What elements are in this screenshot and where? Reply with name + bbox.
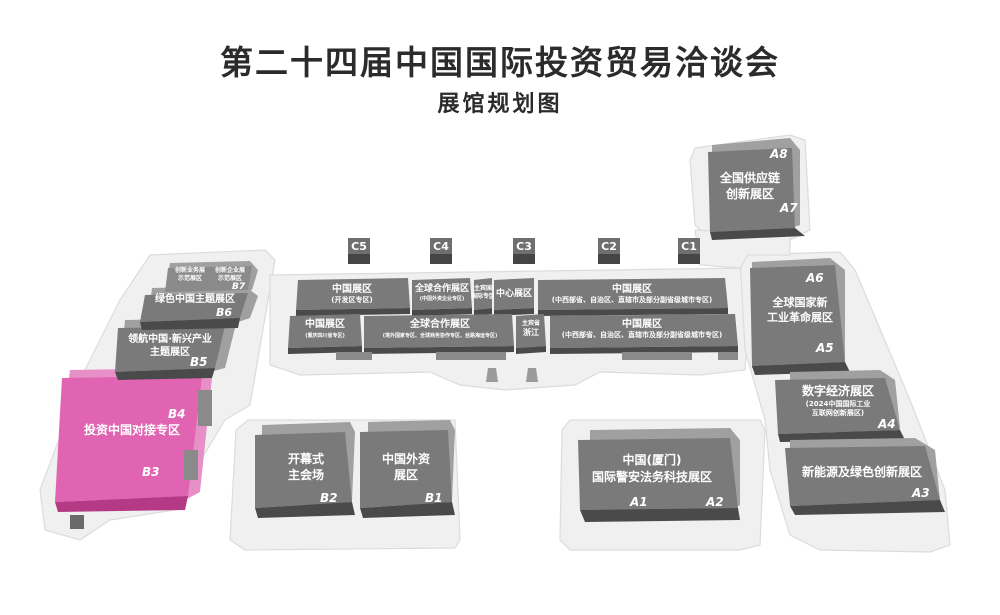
hall-b2-code: B2 xyxy=(320,491,338,505)
hall-a56-name-line2: 工业革命展区 xyxy=(767,310,833,324)
gate-c3-label: C3 xyxy=(516,240,532,253)
hall-b5-name-line1: 领航中国·新兴产业 xyxy=(128,332,212,345)
gate-c5-label: C5 xyxy=(351,240,367,253)
hall-b34-name: 投资中国对接专区 xyxy=(84,422,180,437)
gate-c1[interactable]: C1 xyxy=(678,238,700,264)
hall-b1[interactable]: 中国外资 展区 B1 xyxy=(360,420,455,518)
hall-c-lower-3-name-line1: 主宾省 xyxy=(522,319,540,327)
hall-c-lower-2[interactable]: 全球合作展区 (境外国家专区、全球商务协作专区、丝路海运专区) xyxy=(364,314,514,354)
hall-a4-sub-line1: (2024中国国际工业 xyxy=(806,399,871,408)
hall-b7-code: B7 xyxy=(232,282,246,292)
hall-c-upper-2-name: 全球合作展区 xyxy=(414,282,469,294)
hall-b1-name-line2: 展区 xyxy=(394,468,418,482)
hall-a4-code: A4 xyxy=(877,417,896,431)
hall-b5-name-line2: 主题展区 xyxy=(150,345,190,358)
hall-b4-code: B4 xyxy=(168,407,186,421)
hall-c-upper-1[interactable]: 中国展区 (开发区专区) xyxy=(296,278,410,316)
hall-a4[interactable]: 数字经济展区 (2024中国国际工业 互联网创新展区) A4 xyxy=(775,370,905,442)
hall-b7-name-line4: 示范展区 xyxy=(218,274,242,282)
hall-c-upper-1-name: 中国展区 xyxy=(332,282,372,295)
hall-c-lower-3-name-line2: 浙江 xyxy=(523,327,539,337)
page-subtitle: 展馆规划图 xyxy=(437,92,563,117)
hall-c-upper-2-sub: (中国外资企业专区) xyxy=(420,295,465,302)
hall-c-upper-3-name-line2: 国际专区 xyxy=(471,292,495,300)
hall-c-lower-4-sub: (中西部省、自治区、直辖市及部分副省级城市专区) xyxy=(562,330,722,339)
hall-c-lower-1-name: 中国展区 xyxy=(305,317,345,330)
hall-a7-a8[interactable]: A8 全国供应链 创新展区 A7 xyxy=(708,138,805,240)
hall-b6-code: B6 xyxy=(216,306,232,319)
gates: C5 C4 C3 C2 C1 xyxy=(348,238,700,264)
hall-b7-name-line1: 创新业务展 xyxy=(174,266,205,274)
hall-c-lower-1-sub: (重庆四川省专区) xyxy=(305,332,345,339)
hall-a5-code: A5 xyxy=(815,341,834,355)
hall-a12-name-line2: 国际警安法务科技展区 xyxy=(592,469,712,484)
page-title: 第二十四届中国国际投资贸易洽谈会 xyxy=(220,43,780,82)
hall-b2[interactable]: 开幕式 主会场 B2 xyxy=(255,422,355,518)
hall-c-upper-1-sub: (开发区专区) xyxy=(331,295,372,304)
hall-c-lower-2-sub: (境外国家专区、全球商务协作专区、丝路海运专区) xyxy=(383,332,498,339)
hall-a7-name-line2: 创新展区 xyxy=(725,186,774,201)
hall-a3-code: A3 xyxy=(911,486,930,500)
hall-a1-code: A1 xyxy=(629,495,648,509)
gate-c1-label: C1 xyxy=(681,240,697,253)
hall-b5-code: B5 xyxy=(190,355,208,369)
hall-a6-code: A6 xyxy=(805,271,824,285)
hall-b6-name: 绿色中国主题展区 xyxy=(155,292,235,305)
hall-a12-name-line1: 中国(厦门) xyxy=(623,452,682,467)
hall-c-upper-3-name-line1: 主宾国 xyxy=(474,284,492,292)
hall-a3[interactable]: 新能源及绿色创新展区 A3 xyxy=(785,438,945,515)
hall-a8-code: A8 xyxy=(769,147,788,161)
c-upper-row: 中国展区 (开发区专区) 全球合作展区 (中国外资企业专区) 主宾国 国际专区 … xyxy=(296,278,728,316)
hall-b5[interactable]: 领航中国·新兴产业 主题展区 B5 xyxy=(115,318,235,380)
hall-a3-name: 新能源及绿色创新展区 xyxy=(802,464,922,479)
hall-a1-a2[interactable]: 中国(厦门) 国际警安法务科技展区 A1 A2 xyxy=(578,428,740,522)
hall-c-lower-4-name: 中国展区 xyxy=(622,317,662,330)
hall-c-upper-3[interactable]: 主宾国 国际专区 xyxy=(471,278,495,316)
entrance-details xyxy=(70,352,738,529)
gate-c4-label: C4 xyxy=(433,240,449,253)
hall-b3-code: B3 xyxy=(142,465,160,479)
hall-b2-name-line2: 主会场 xyxy=(288,467,324,482)
hall-c-upper-2[interactable]: 全球合作展区 (中国外资企业专区) xyxy=(412,278,472,316)
hall-a7-name-line1: 全国供应链 xyxy=(719,170,781,185)
hall-c-upper-5-sub: (中西部省、自治区、直辖市及部分副省级城市专区) xyxy=(552,295,712,304)
hall-c-upper-5-name: 中国展区 xyxy=(612,282,652,295)
gate-c3[interactable]: C3 xyxy=(513,238,535,264)
gate-c4[interactable]: C4 xyxy=(430,238,452,264)
hall-c-upper-4[interactable]: 中心展区 xyxy=(494,278,534,316)
hall-a5-a6[interactable]: A6 全球国家新 工业革命展区 A5 xyxy=(750,258,850,375)
hall-a4-name: 数字经济展区 xyxy=(802,383,874,398)
gate-c2[interactable]: C2 xyxy=(598,238,620,264)
gate-c5[interactable]: C5 xyxy=(348,238,370,264)
gate-c2-label: C2 xyxy=(601,240,617,253)
hall-c-lower-4[interactable]: 中国展区 (中西部省、自治区、直辖市及部分副省级城市专区) xyxy=(550,314,738,354)
hall-b6[interactable]: 绿色中国主题展区 B6 xyxy=(140,286,258,330)
hall-b7-name-line2: 示范展区 xyxy=(178,274,202,282)
hall-a7-code: A7 xyxy=(779,201,798,215)
hall-a2-code: A2 xyxy=(705,495,724,509)
hall-a56-name-line1: 全球国家新 xyxy=(772,295,828,309)
hall-c-lower-3[interactable]: 主宾省 浙江 xyxy=(516,314,546,354)
hall-c-upper-4-name: 中心展区 xyxy=(496,287,532,299)
hall-b2-name-line1: 开幕式 xyxy=(288,451,324,466)
hall-c-upper-5[interactable]: 中国展区 (中西部省、自治区、直辖市及部分副省级城市专区) xyxy=(538,278,728,316)
hall-b7[interactable]: 创新业务展 示范展区 创新企业展 示范展区 B7 xyxy=(165,261,258,292)
hall-c-lower-2-name: 全球合作展区 xyxy=(409,317,470,330)
c-lower-row: 中国展区 (重庆四川省专区) 全球合作展区 (境外国家专区、全球商务协作专区、丝… xyxy=(288,314,738,354)
hall-a4-sub-line2: 互联网创新展区) xyxy=(812,408,864,417)
hall-b7-name-line3: 创新企业展 xyxy=(214,266,245,274)
hall-b3-b4[interactable]: B4 投资中国对接专区 B3 xyxy=(55,368,212,512)
hall-b1-name-line1: 中国外资 xyxy=(382,451,430,466)
hall-c-lower-1[interactable]: 中国展区 (重庆四川省专区) xyxy=(288,314,362,354)
hall-b1-code: B1 xyxy=(425,491,443,505)
